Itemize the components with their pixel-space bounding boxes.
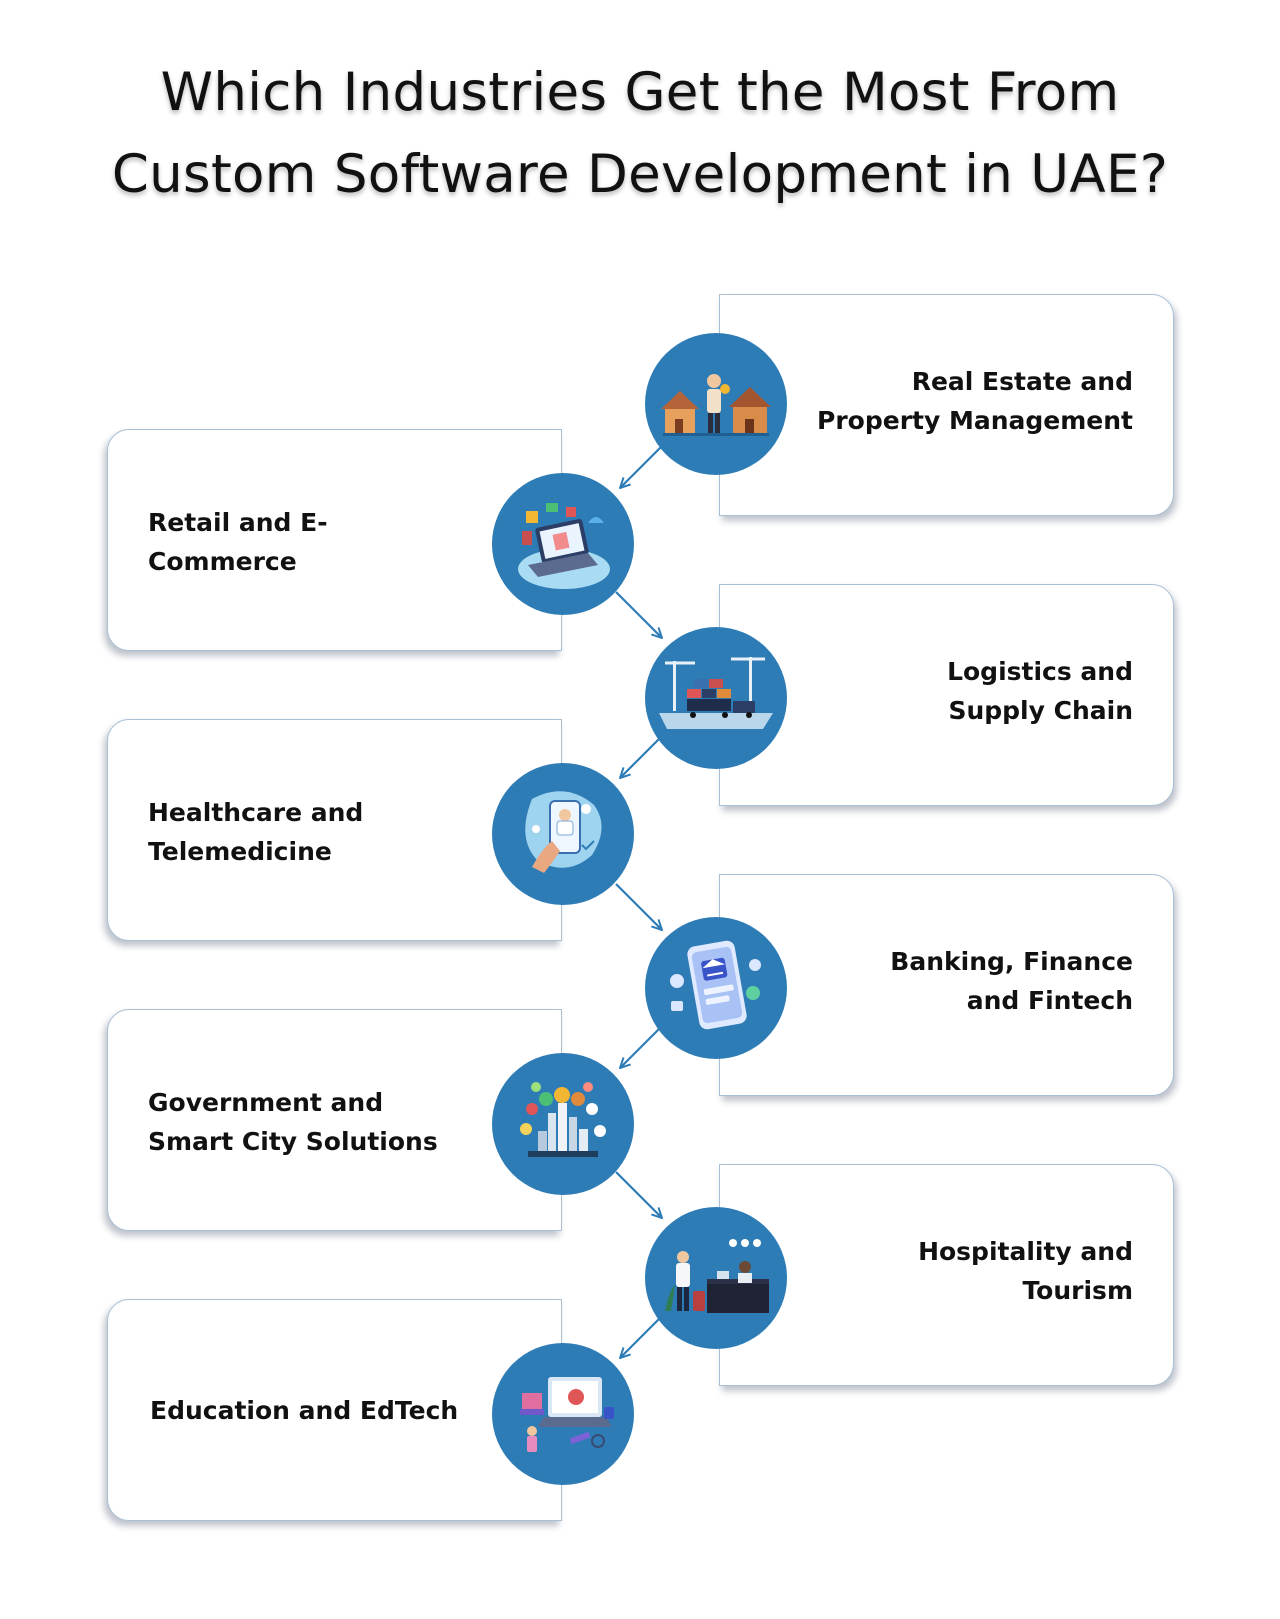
edtech-laptop-icon	[492, 1343, 634, 1485]
card-education: Education and EdTech	[107, 1299, 562, 1521]
card-label: Retail and E- Commerce	[148, 508, 328, 576]
arrow-1	[620, 445, 663, 488]
card-label: Real Estate and Property Management	[817, 367, 1133, 435]
ecommerce-laptop-icon	[492, 473, 634, 615]
title-line-2: Custom Software Development in UAE?	[111, 144, 1169, 205]
card-real-estate: Real Estate and Property Management	[719, 294, 1174, 516]
page-title: Which Industries Get the Most From Custo…	[0, 52, 1280, 216]
arrow-4	[615, 883, 662, 930]
card-label: Banking, Finance and Fintech	[890, 947, 1133, 1015]
logistics-port-icon	[645, 627, 787, 769]
card-label: Healthcare and Telemedicine	[148, 798, 364, 866]
hotel-reception-icon	[645, 1207, 787, 1349]
card-label: Logistics and Supply Chain	[947, 657, 1133, 725]
arrow-2	[615, 591, 662, 638]
card-banking: Banking, Finance and Fintech	[719, 874, 1174, 1096]
card-hospitality: Hospitality and Tourism	[719, 1164, 1174, 1386]
card-healthcare: Healthcare and Telemedicine	[107, 719, 562, 941]
arrow-6	[615, 1171, 662, 1218]
card-label: Hospitality and Tourism	[918, 1237, 1133, 1305]
card-logistics: Logistics and Supply Chain	[719, 584, 1174, 806]
card-label: Education and EdTech	[150, 1396, 459, 1425]
arrow-5	[620, 1025, 663, 1068]
real-estate-icon	[645, 333, 787, 475]
title-line-1: Which Industries Get the Most From	[160, 62, 1120, 123]
arrow-3	[620, 735, 663, 778]
card-label: Government and Smart City Solutions	[148, 1088, 438, 1156]
telemedicine-phone-icon	[492, 763, 634, 905]
smart-city-icon	[492, 1053, 634, 1195]
card-government: Government and Smart City Solutions	[107, 1009, 562, 1231]
banking-app-icon	[645, 917, 787, 1059]
arrow-7	[620, 1315, 663, 1358]
card-retail: Retail and E- Commerce	[107, 429, 562, 651]
